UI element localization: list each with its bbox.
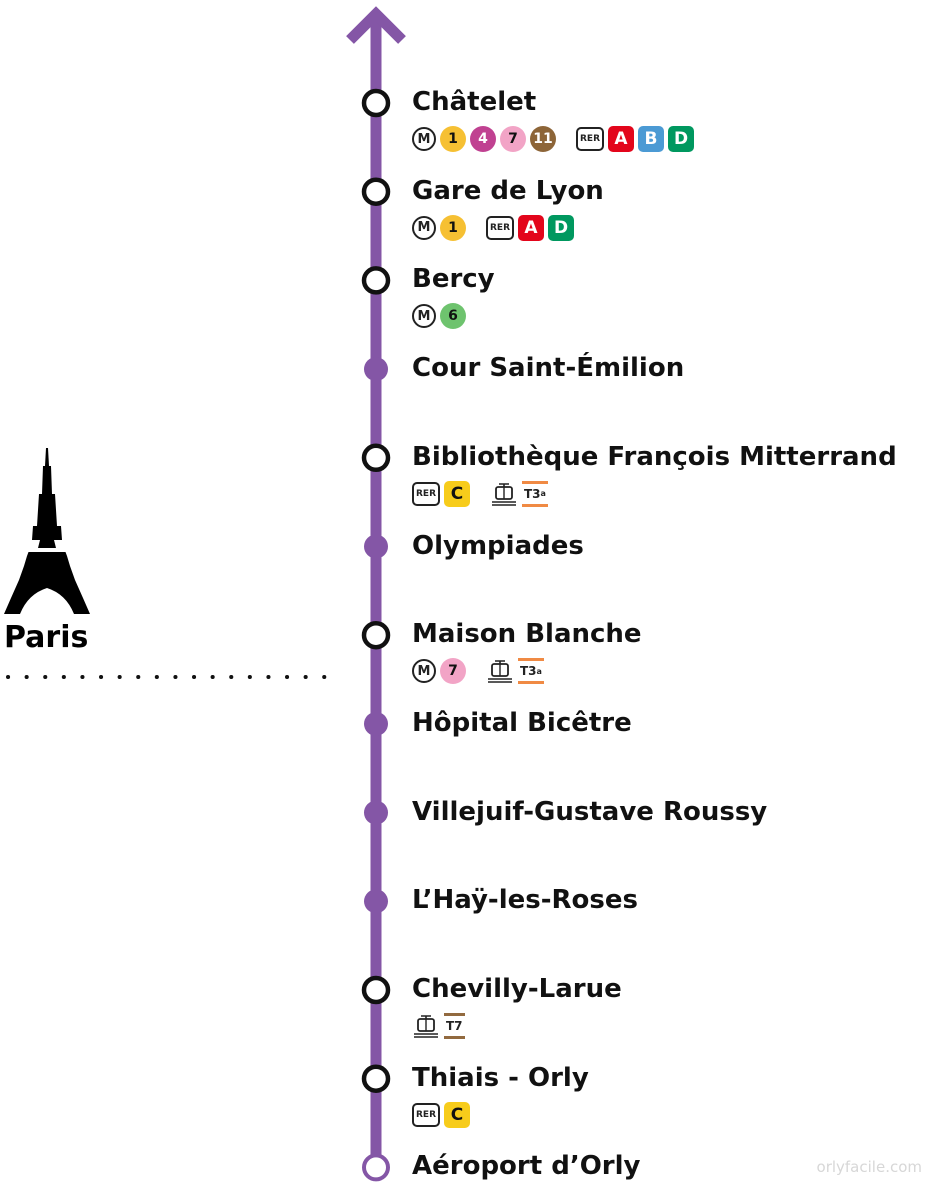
tram-icon xyxy=(414,1015,438,1038)
interchange-marker xyxy=(361,88,391,118)
station-name: Villejuif-Gustave Roussy xyxy=(412,796,768,827)
station-stop-marker xyxy=(364,711,388,736)
tram-line-badge: T7 xyxy=(444,1013,465,1039)
paris-label: Paris xyxy=(4,620,89,655)
station-name: Thiais - Orly xyxy=(412,1062,589,1093)
terminus-marker xyxy=(362,1153,390,1182)
metro-line-badge: 1 xyxy=(440,214,466,241)
rer-line-badge: A xyxy=(608,126,634,152)
metro-line-badge: 11 xyxy=(530,126,556,152)
rer-logo-icon: RER xyxy=(412,481,440,506)
station-markers xyxy=(361,88,391,1182)
interchange-marker xyxy=(361,443,391,473)
watermark: orlyfacile.com xyxy=(816,1158,922,1176)
station-name: Aéroport d’Orly xyxy=(412,1151,641,1182)
station-name: Maison Blanche xyxy=(412,619,642,650)
rer-line-badge: A xyxy=(518,214,544,241)
eiffel-tower-icon xyxy=(4,448,90,614)
metro-line-badge: 4 xyxy=(470,126,496,152)
station-name: Cour Saint-Émilion xyxy=(412,353,685,384)
rer-line-badge: C xyxy=(444,1101,470,1128)
station-stop-marker xyxy=(364,357,388,382)
rer-line-badge: C xyxy=(444,480,470,507)
interchange-marker xyxy=(361,975,391,1005)
station-name: Chevilly-Larue xyxy=(412,974,622,1004)
rer-line-badge: B xyxy=(638,126,664,152)
metro-line-badge: 1 xyxy=(440,126,466,152)
station-name: Châtelet xyxy=(412,87,537,117)
rer-logo-icon: RER xyxy=(412,1102,440,1127)
rer-line-badge: D xyxy=(668,126,694,152)
station-name: Hôpital Bicêtre xyxy=(412,707,632,738)
interchange-marker xyxy=(361,620,391,650)
metro-logo-icon: M xyxy=(412,304,436,329)
metro-line-badge: 7 xyxy=(500,126,526,152)
station-stop-marker xyxy=(364,800,388,825)
rer-logo-icon: RER xyxy=(576,127,604,151)
station-name: Bercy xyxy=(412,264,495,295)
metro-line-badge: 6 xyxy=(440,303,466,330)
metro-logo-icon: M xyxy=(412,215,436,240)
metro-line-badge: 7 xyxy=(440,658,466,685)
metro-logo-icon: M xyxy=(412,127,436,151)
interchange-marker xyxy=(361,266,391,295)
connections-row: T7 xyxy=(412,1011,465,1041)
station-name: Bibliothèque François Mitterrand xyxy=(412,441,897,472)
station-stop-marker xyxy=(364,534,388,559)
station-name: Gare de Lyon xyxy=(412,175,604,206)
rer-logo-icon: RER xyxy=(486,215,514,240)
tram-icon xyxy=(492,482,516,506)
paris-boundary-dotted-line xyxy=(6,675,344,679)
metro-logo-icon: M xyxy=(412,659,436,684)
rer-line-badge: D xyxy=(548,214,574,241)
station-name: Olympiades xyxy=(412,530,584,561)
interchange-marker xyxy=(361,177,391,206)
station-name: L’Haÿ-les-Roses xyxy=(412,885,638,916)
direction-arrow-icon xyxy=(346,6,406,44)
tram-icon xyxy=(488,660,512,683)
interchange-marker xyxy=(361,1064,391,1093)
station-stop-marker xyxy=(364,889,388,914)
